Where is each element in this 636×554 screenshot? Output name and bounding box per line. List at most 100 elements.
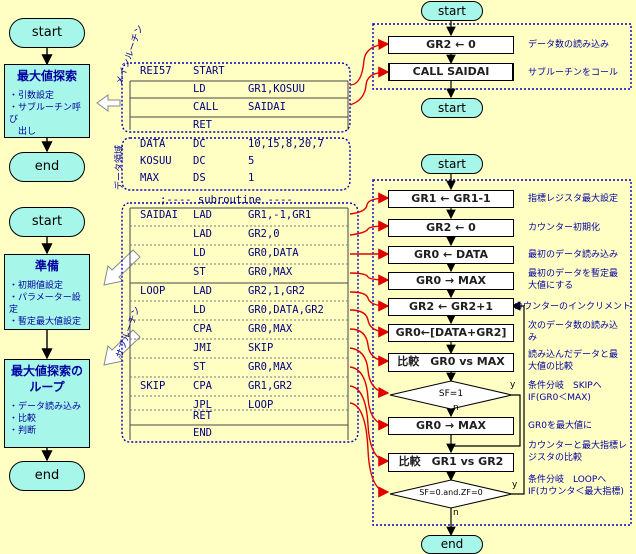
sub-step-box: GR0 ← DATA [388, 246, 514, 264]
data-area-label: データ領域 [115, 144, 125, 190]
decision-1-note-2: IF(GR0＜MAX) [528, 393, 591, 403]
sub-line-operand: SKIP [248, 342, 274, 354]
loop-title-2: ループ [29, 380, 65, 394]
sub-line-op: JMI [193, 342, 212, 354]
sub-line-op: LD [193, 247, 206, 259]
max-search-item: ・サブルーチン呼び [9, 103, 82, 125]
sub-proc-cmp2: 比較 GR1 vs GR2 [388, 453, 514, 472]
decision-1-label: SF=1 [438, 389, 464, 399]
sub-step-box: GR1 ← GR1-1 [388, 190, 514, 208]
data-line-operand: 10,15,8,20,7 [248, 138, 324, 150]
prep-item: ・パラメーター設定 [9, 293, 81, 315]
subroutine-header: ;---- subroutine ---- [160, 194, 293, 206]
sub-step-box: GR2 ← GR2+1 [388, 298, 514, 316]
decision-2-yes: y [512, 480, 518, 490]
sub-line-op: LAD [193, 228, 212, 240]
sub-line-label: SKIP [140, 380, 166, 392]
loop-title: 最大値探索の [10, 364, 83, 378]
sub-step-note: 指標レジスタ最大設定 [528, 194, 619, 204]
loop-box: 最大値探索の ループ ・データ読み込み ・比較 ・判断 [4, 359, 90, 448]
loop-item: ・データ読み込み [9, 402, 82, 412]
loop-item: ・比較 [9, 414, 37, 424]
sub-step-box: GR0←[DATA+GR2] [388, 324, 514, 342]
rt-proc-gr2: GR2 ← 0 [388, 36, 514, 54]
data-line-label: DATA [140, 138, 166, 150]
sub-step-note: 大値にする [528, 281, 574, 291]
sub-step-note: み [528, 333, 538, 343]
start-terminal-sub: start [9, 207, 85, 237]
sub-line-op: LAD [193, 285, 212, 297]
decision-2-label: SF=0.and.ZF=0 [419, 488, 483, 497]
sub-start-terminal: start [421, 154, 483, 174]
sub-line-op: ST [193, 361, 206, 373]
sub-line-operand: LOOP [248, 399, 274, 411]
rt-note-gr2: データ数の読み込み [528, 40, 610, 50]
sub-line-operand: GR0,MAX [248, 361, 293, 373]
data-line-operand: 5 [248, 155, 255, 167]
rt-end-terminal: start [421, 98, 483, 118]
sub-step-box: 比較 GR0 vs MAX [388, 353, 514, 372]
sub-line-operand: GR0,MAX [248, 323, 293, 335]
main-line-op: LD [193, 83, 206, 95]
sub-line-operand: GR1,-1,GR1 [248, 209, 312, 221]
sub-line-op: LAD [193, 209, 212, 221]
sub-end-terminal: end [421, 535, 483, 554]
rt-proc-call: CALL SAIDAI [388, 63, 514, 81]
main-line-operand: GR1,KOSUU [248, 83, 305, 95]
prep-box: 準備 ・初期値設定 ・パラメーター設定 ・暫定最大値設定 [4, 254, 90, 330]
decision-2-no: n [453, 508, 459, 518]
main-line-op: RET [193, 119, 212, 131]
decision-1-yes: y [510, 380, 516, 390]
max-search-item: ・引数設定 [9, 91, 55, 101]
decision-1-no: n [453, 403, 459, 413]
rt-start-terminal: start [421, 1, 483, 21]
sub-line-op: CPA [193, 323, 212, 335]
data-line-label: KOSUU [140, 155, 172, 167]
prep-title: 準備 [34, 259, 59, 273]
sub-line-op: RET [193, 410, 212, 422]
decision-2-note-2: IF(カウンタ＜最大指標) [528, 487, 624, 497]
sub-proc-store: GR0 → MAX [388, 417, 514, 435]
data-line-op: DC [193, 138, 206, 150]
sub-step-note: 最初のデータ読み込み [528, 250, 619, 260]
sub-step-note: 次のデータ数の読み込 [528, 321, 619, 331]
sub-line-op: LD [193, 304, 206, 316]
main-line-op: CALL [193, 101, 219, 113]
max-search-title: 最大値探索 [16, 69, 77, 83]
sub-line-op: ST [193, 266, 206, 278]
main-line-operand: SAIDAI [248, 101, 286, 113]
start-terminal-main: start [9, 18, 85, 48]
sub-step-note: 大値の比較 [528, 362, 574, 372]
sub-line-operand: GR0,MAX [248, 266, 293, 278]
sub-line-operand: GR0,DATA [248, 247, 299, 259]
code-table-lines [129, 80, 349, 440]
decision-diamonds [389, 380, 513, 509]
decision-2-note: 条件分岐 LOOPへ [528, 475, 607, 485]
prep-item: ・暫定最大値設定 [9, 317, 82, 327]
data-line-operand: 1 [248, 172, 255, 184]
decision-1-note: 条件分岐 SKIPへ [528, 381, 602, 391]
prep-item: ・初期値設定 [9, 281, 64, 291]
data-line-op: DC [193, 155, 206, 167]
sub-step-note: 読み込んだデータと最 [528, 350, 619, 360]
data-line-op: DS [193, 172, 206, 184]
sub-line-op: JPL [193, 399, 212, 411]
sub-step-box: GR2 ← 0 [388, 219, 514, 237]
sub-step-note: カウンター初期化 [528, 223, 601, 233]
code-to-flow-arrows [349, 38, 390, 498]
sub-note-cmp2: カウンターと最大指標レ [528, 441, 628, 451]
sub-step-box: GR0 → MAX [388, 272, 514, 290]
sub-line-label: LOOP [140, 285, 166, 297]
end-terminal-main: end [9, 152, 85, 182]
sub-line-operand: GR1,GR2 [248, 380, 293, 392]
sub-line-op: END [193, 427, 212, 439]
sub-step-note: カウンターのインクリメント [514, 302, 632, 312]
rt-note-call: サブルーチンをコール [528, 68, 619, 78]
sub-note-store: GR0を最大値に [528, 421, 592, 431]
sub-line-operand: GR2,0 [248, 228, 280, 240]
loop-item: ・判断 [9, 426, 37, 436]
max-search-box: 最大値探索 ・引数設定 ・サブルーチン呼び 出し [4, 64, 90, 138]
data-line-label: MAX [140, 172, 159, 184]
sub-step-note: 最初のデータを暫定最 [528, 269, 619, 279]
